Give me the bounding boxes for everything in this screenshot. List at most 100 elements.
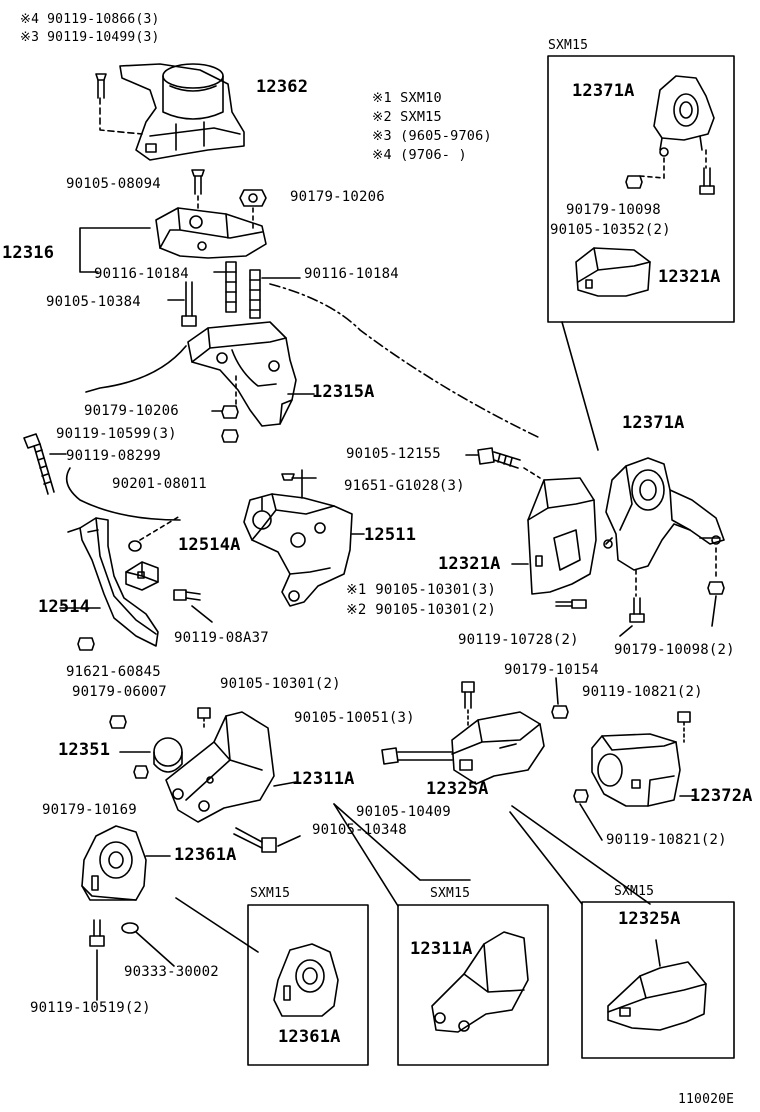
bolt-08A37 [173,589,201,601]
nut-10206-top [239,189,267,207]
label-90179-10206-b: 90179-10206 [84,403,179,419]
detail-box-bottom-2 [397,904,549,1066]
label-90105-10051: 90105-10051(3) [294,710,415,726]
label-12315A: 12315A [312,382,375,402]
part-12315A [187,321,297,427]
label-90105-10301-c: 90105-10301(2) [220,676,341,692]
label-12321A-box: 12321A [658,267,721,287]
bolt-10301-c [197,707,211,729]
bolt-10348 [233,827,277,853]
label-90179-10154: 90179-10154 [504,662,599,678]
label-90105-10352-box: 90105-10352(2) [550,222,671,238]
label-12311A-box: 12311A [410,939,473,959]
nut-10821-b [573,789,589,803]
label-90116-10184-b: 90116-10184 [304,266,399,282]
note-3: ※3 90119-10499(3) [20,30,160,45]
bolt-08094 [191,169,205,195]
label-12514A: 12514A [178,535,241,555]
part-12325A [451,711,545,785]
label-12371A-box: 12371A [572,81,635,101]
part-12311A [165,711,275,823]
label-90105-08094: 90105-08094 [66,176,161,192]
label-90333-30002: 90333-30002 [124,964,219,980]
label-90179-10206-a: 90179-10206 [290,189,385,205]
nut-10098-box [625,175,643,189]
part-12514 [79,517,159,647]
detail-box-bottom-3 [581,901,735,1059]
bolt-10821-a [677,711,691,743]
label-90119-10821-b: 90119-10821(2) [606,832,727,848]
label-12362: 12362 [256,77,309,97]
label-90119-08299: 90119-08299 [66,448,161,464]
bolt-08299 [23,433,55,495]
bolt-top [95,73,107,99]
label-90119-10728: 90119-10728(2) [458,632,579,648]
bolt-G1028 [281,473,295,481]
nut-06007 [109,715,127,729]
label-12325A-box: 12325A [618,909,681,929]
label-90179-10169: 90179-10169 [42,802,137,818]
nut-10154 [551,705,569,719]
bolt-12155 [477,447,521,469]
part-12316 [155,207,267,259]
box-title-bottom-1: SXM15 [250,886,291,901]
label-90105-10348: 90105-10348 [312,822,407,838]
label-90201-08011: 90201-08011 [112,476,207,492]
label-90105-10384: 90105-10384 [46,294,141,310]
note-4: ※4 90119-10866(3) [20,12,160,27]
label-91651-G1028: 91651-G1028(3) [344,478,465,494]
part-12372A [591,733,681,807]
label-12361A: 12361A [174,845,237,865]
bolt-10051 [461,681,475,709]
label-90119-10519: 90119-10519(2) [30,1000,151,1016]
part-12514A [125,561,159,591]
part-12361A [81,825,147,901]
bolt-10728 [629,597,645,623]
detail-box-bottom-1 [247,904,369,1066]
legend-2: ※2 SXM15 [372,109,442,125]
nut-10098-main [707,581,725,595]
label-91621-60845: 91621-60845 [66,664,161,680]
bolt-10384 [181,281,197,327]
legend-1: ※1 SXM10 [372,90,442,106]
label-90119-10821-a: 90119-10821(2) [582,684,703,700]
box-title-top-right: SXM15 [548,38,589,53]
label-12511: 12511 [364,525,417,545]
bolt-10409 [381,747,453,765]
label-90105-10301-2: ※2 90105-10301(2) [346,602,496,618]
label-12351: 12351 [58,740,111,760]
label-12321A: 12321A [438,554,501,574]
part-12321A-box [575,247,651,297]
label-12371A-main: 12371A [622,413,685,433]
diagram-id: 110020E [678,1092,735,1107]
box-title-bottom-2: SXM15 [430,886,471,901]
nut-10206-low [221,405,239,419]
bolt-10352-box [699,167,715,195]
part-12511 [243,493,353,607]
stud-a [225,261,237,313]
label-90179-10098-b: 90179-10098(2) [614,642,735,658]
part-12362 [119,63,245,161]
bolt-10519 [89,919,105,947]
part-12311A-box [431,931,529,1033]
label-90116-10184-a: 90116-10184 [94,266,189,282]
part-12325A-box [607,939,707,1031]
label-12372A: 12372A [690,786,753,806]
part-12361A-box [273,943,339,1017]
legend-3: ※3 (9605-9706) [372,128,492,144]
bolt-10301 [555,599,587,609]
label-12514: 12514 [38,597,91,617]
plug-30002 [121,922,139,934]
label-90105-12155: 90105-12155 [346,446,441,462]
label-12316: 12316 [2,243,55,263]
label-90105-10409: 90105-10409 [356,804,451,820]
legend-4: ※4 (9706- ) [372,147,467,163]
label-90179-06007: 90179-06007 [72,684,167,700]
label-90119-08A37: 90119-08A37 [174,630,269,646]
nut-60845 [77,637,95,651]
label-90179-10098-box: 90179-10098 [566,202,661,218]
label-12361A-box: 12361A [278,1027,341,1047]
label-90119-10599: 90119-10599(3) [56,426,177,442]
